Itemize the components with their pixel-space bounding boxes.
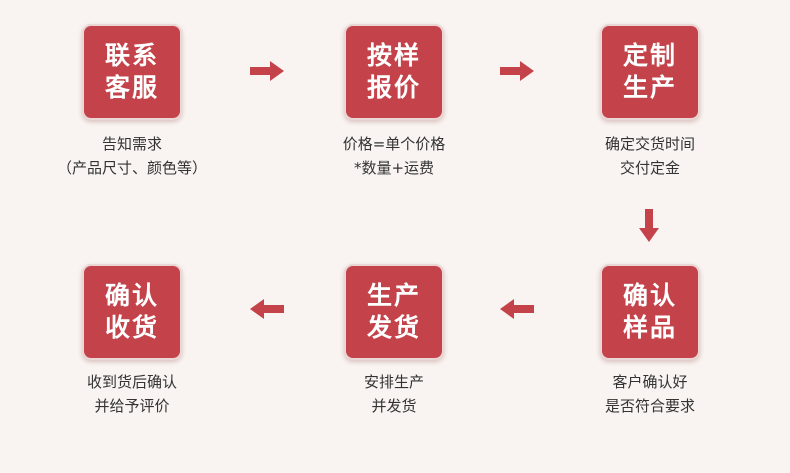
step-4-title-line2: 样品 <box>622 313 677 342</box>
step-5-title-line1: 生产 <box>366 281 421 310</box>
step-2-desc-line1: 价格=单个价格 <box>342 135 446 153</box>
step-6-desc-line2: 并给予评价 <box>94 397 170 415</box>
step-5-desc-line2: 并发货 <box>371 397 417 415</box>
step-1-desc-line2: （产品尺寸、颜色等） <box>56 159 207 177</box>
step-4-desc-line2: 是否符合要求 <box>604 397 695 415</box>
step-1-desc-line1: 告知需求 <box>101 135 162 153</box>
right-arrow-icon <box>500 61 534 81</box>
left-arrow-icon <box>500 299 534 319</box>
step-6-box: 确认 收货 <box>82 264 182 360</box>
step-6-description: 收到货后确认 并给予评价 <box>22 370 242 418</box>
step-5-box: 生产 发货 <box>344 264 444 360</box>
step-6-title-line2: 收货 <box>104 313 159 342</box>
step-3-description: 确定交货时间 交付定金 <box>540 132 760 180</box>
step-4-description: 客户确认好 是否符合要求 <box>540 370 760 418</box>
step-2-title-line1: 按样 <box>366 41 421 70</box>
left-arrow-icon <box>250 299 284 319</box>
step-1-description: 告知需求 （产品尺寸、颜色等） <box>22 132 242 180</box>
step-1-title-line1: 联系 <box>104 41 159 70</box>
down-arrow-icon <box>639 209 659 242</box>
step-3-desc-line2: 交付定金 <box>619 159 680 177</box>
step-5-title-line2: 发货 <box>366 313 421 342</box>
step-2-desc-line2: *数量+运费 <box>353 159 435 177</box>
step-1-title-line2: 客服 <box>104 73 159 102</box>
step-2-title-line2: 报价 <box>366 73 421 102</box>
step-4-title-line1: 确认 <box>622 281 677 310</box>
step-2-description: 价格=单个价格 *数量+运费 <box>284 132 504 180</box>
step-6-title-line1: 确认 <box>104 281 159 310</box>
step-5-description: 安排生产 并发货 <box>284 370 504 418</box>
step-3-desc-line1: 确定交货时间 <box>604 135 695 153</box>
step-3-title-line2: 生产 <box>622 73 677 102</box>
step-5-desc-line1: 安排生产 <box>363 373 424 391</box>
step-3-title-line1: 定制 <box>622 41 677 70</box>
step-3-box: 定制 生产 <box>600 24 700 120</box>
step-4-box: 确认 样品 <box>600 264 700 360</box>
step-1-box: 联系 客服 <box>82 24 182 120</box>
right-arrow-icon <box>250 61 284 81</box>
step-2-box: 按样 报价 <box>344 24 444 120</box>
step-4-desc-line1: 客户确认好 <box>612 373 688 391</box>
step-6-desc-line1: 收到货后确认 <box>86 373 177 391</box>
